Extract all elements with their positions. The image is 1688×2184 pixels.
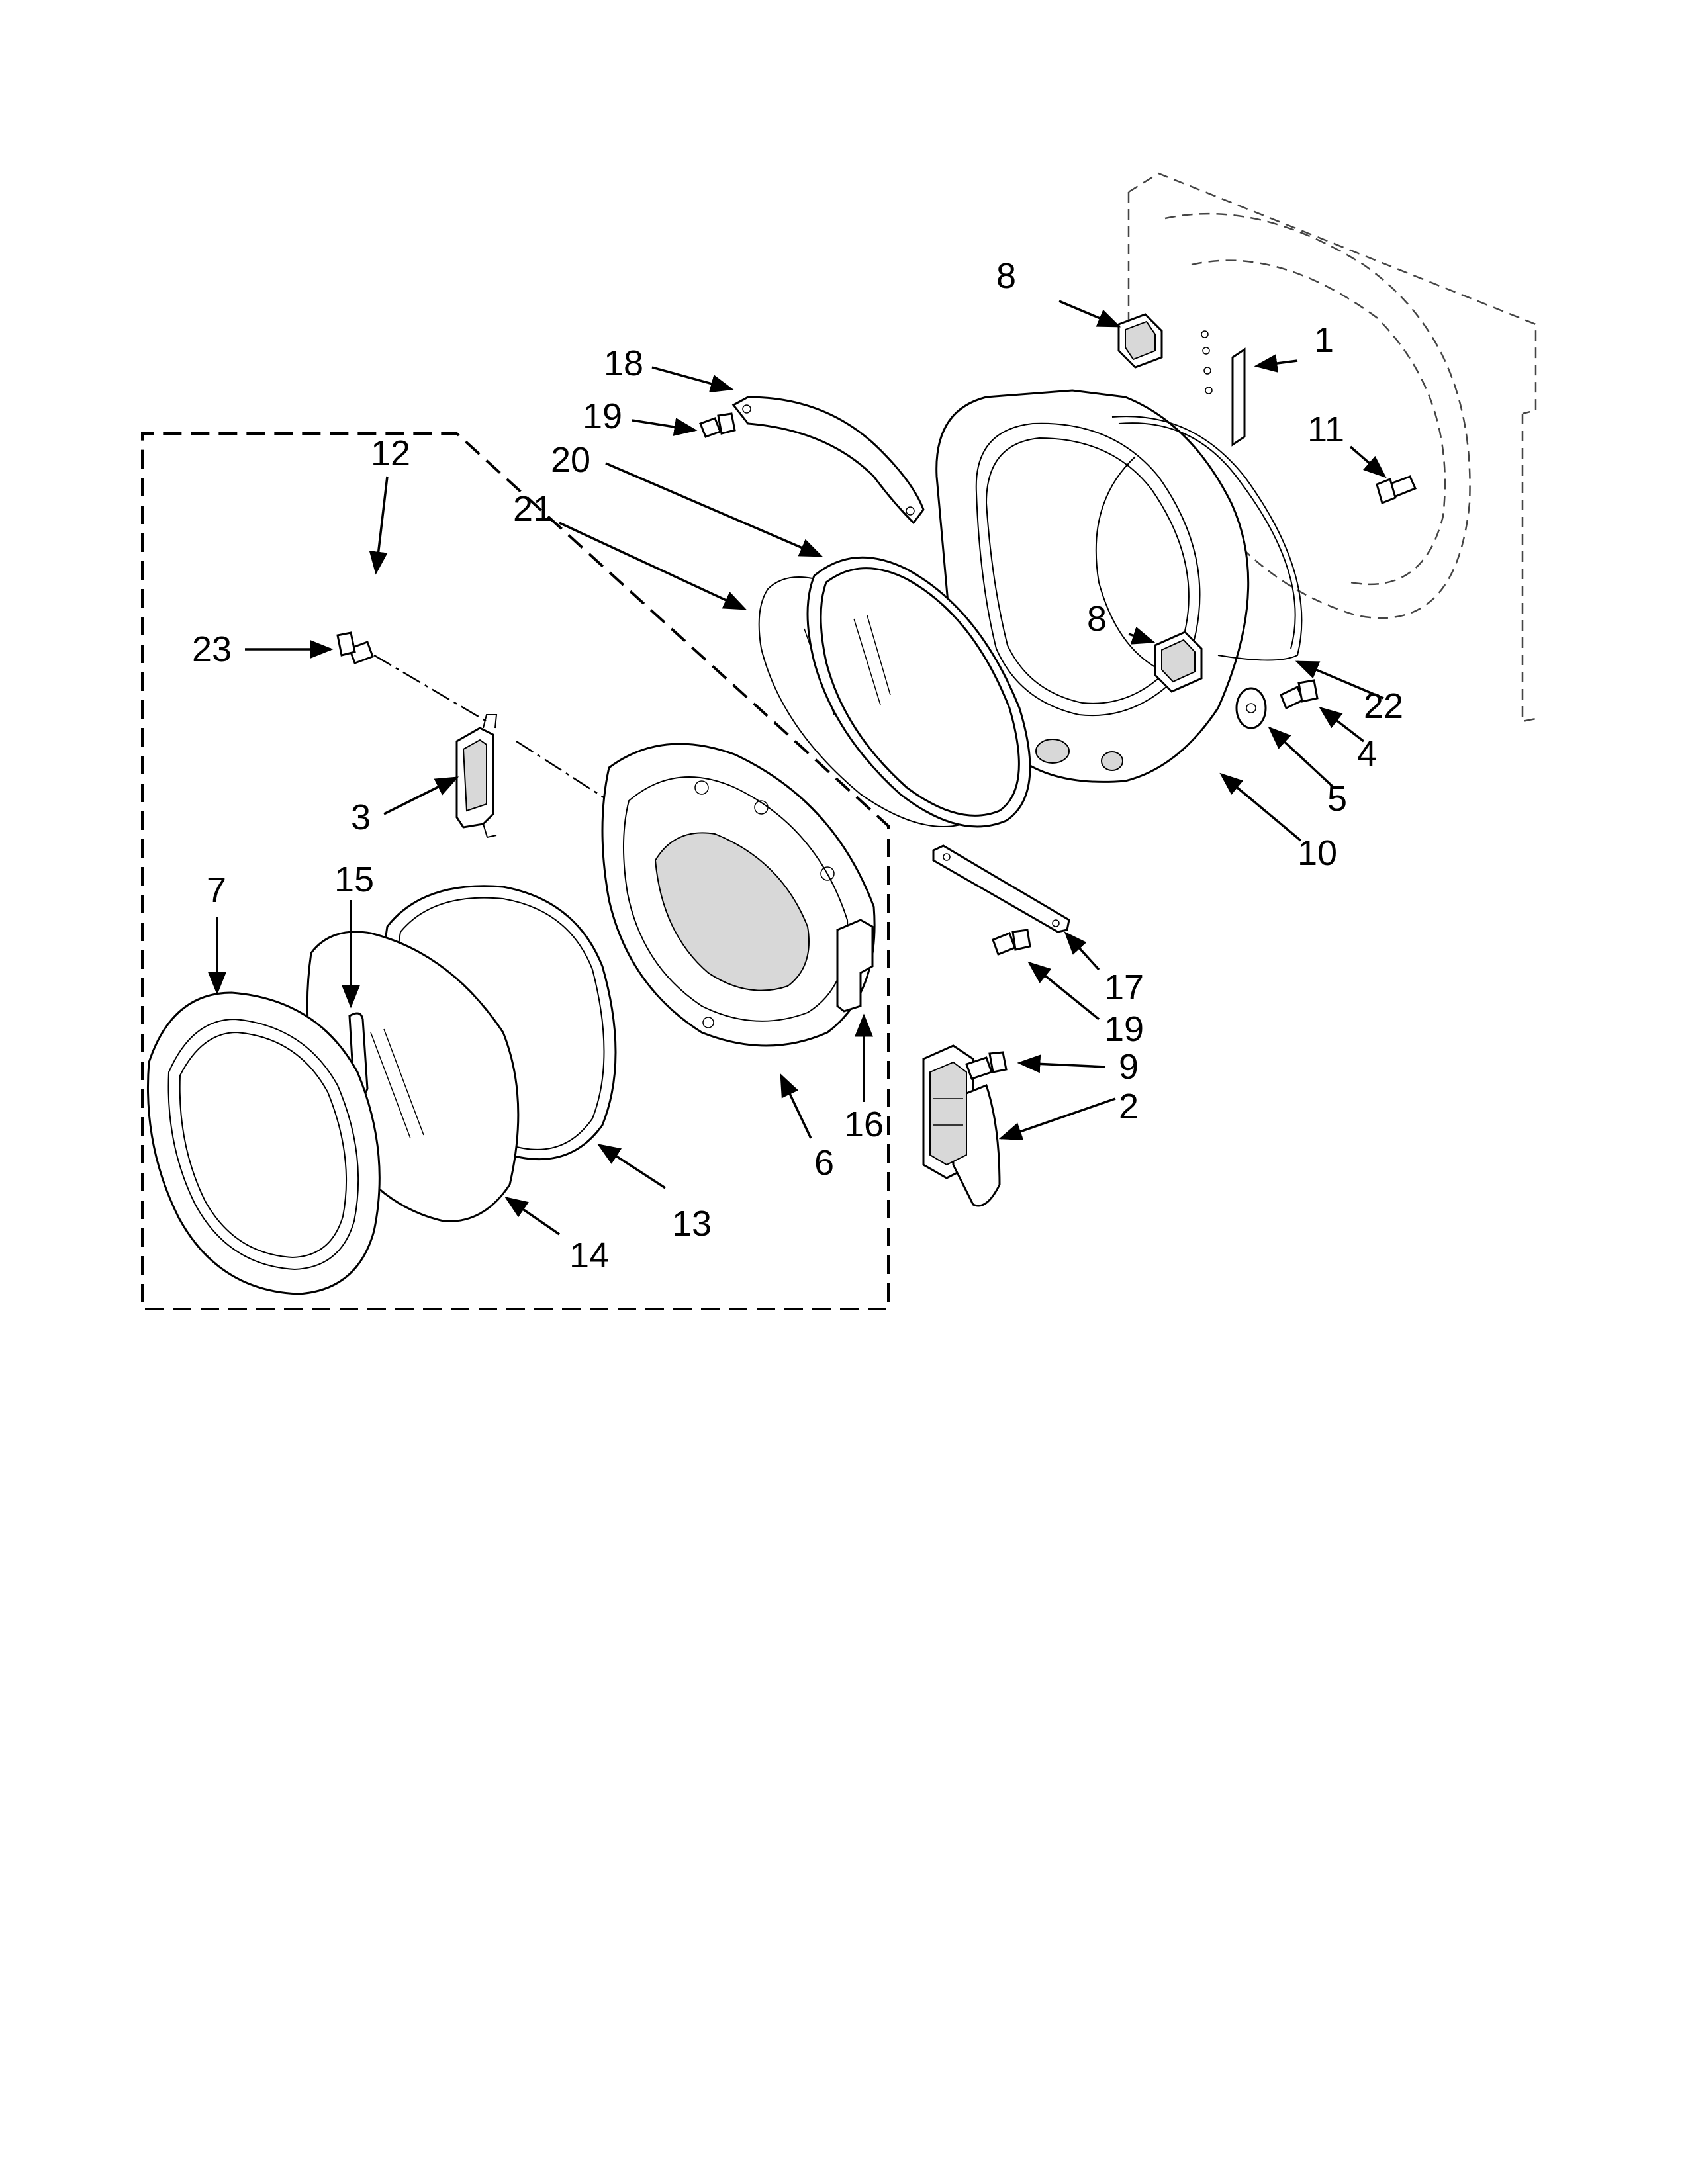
- callout-3: 3: [351, 797, 371, 837]
- callout-7: 7: [207, 870, 227, 910]
- callout-19-lower: 19: [1104, 1009, 1145, 1049]
- callout-2: 2: [1119, 1087, 1139, 1126]
- part-2-door-latch: [922, 1044, 1001, 1207]
- leader-lines: [208, 300, 1387, 1236]
- callout-12: 12: [371, 433, 411, 473]
- part-20-glass-gasket: [806, 556, 1031, 828]
- callout-4: 4: [1357, 734, 1378, 774]
- door-assembly-box: [141, 432, 890, 1310]
- callout-8-upper: 8: [996, 256, 1017, 296]
- part-17-strike-plate: [932, 844, 1070, 933]
- callout-6: 6: [814, 1143, 835, 1183]
- callout-18: 18: [604, 343, 644, 383]
- callout-10: 10: [1297, 833, 1338, 873]
- part-9-screw: [965, 1051, 1008, 1080]
- callout-21: 21: [513, 489, 553, 529]
- part-3-hinge: [455, 714, 498, 839]
- part-8-lower-clip: [1154, 631, 1203, 693]
- callout-16: 16: [844, 1105, 884, 1144]
- callout-20: 20: [551, 440, 591, 480]
- part-7-outer-door: [147, 991, 381, 1295]
- part-16-bracket: [836, 919, 874, 1013]
- part-11-screw: [1376, 475, 1417, 505]
- part-6-inner-door: [601, 743, 876, 1047]
- part-5-washer: [1235, 687, 1267, 729]
- part-1-sensor-bar: [1201, 330, 1246, 447]
- callout-8-lower: 8: [1087, 599, 1107, 639]
- callout-22: 22: [1364, 686, 1404, 726]
- callout-13: 13: [672, 1204, 712, 1244]
- callout-15: 15: [334, 860, 375, 899]
- callout-19-upper: 19: [583, 396, 623, 436]
- part-8-upper-clip: [1117, 313, 1163, 369]
- callout-14: 14: [569, 1236, 610, 1275]
- callout-5: 5: [1327, 779, 1348, 819]
- part-18-hinge-bracket: [731, 396, 925, 525]
- callout-11: 11: [1307, 410, 1345, 449]
- callout-1: 1: [1314, 320, 1335, 360]
- callout-9: 9: [1119, 1047, 1139, 1087]
- part-4-screw: [1280, 679, 1319, 710]
- callout-17: 17: [1104, 968, 1145, 1007]
- part-23-screw: [336, 631, 610, 802]
- part-19-upper-screw: [699, 412, 736, 438]
- part-19-lower-screw: [992, 929, 1031, 956]
- callout-23: 23: [192, 629, 232, 669]
